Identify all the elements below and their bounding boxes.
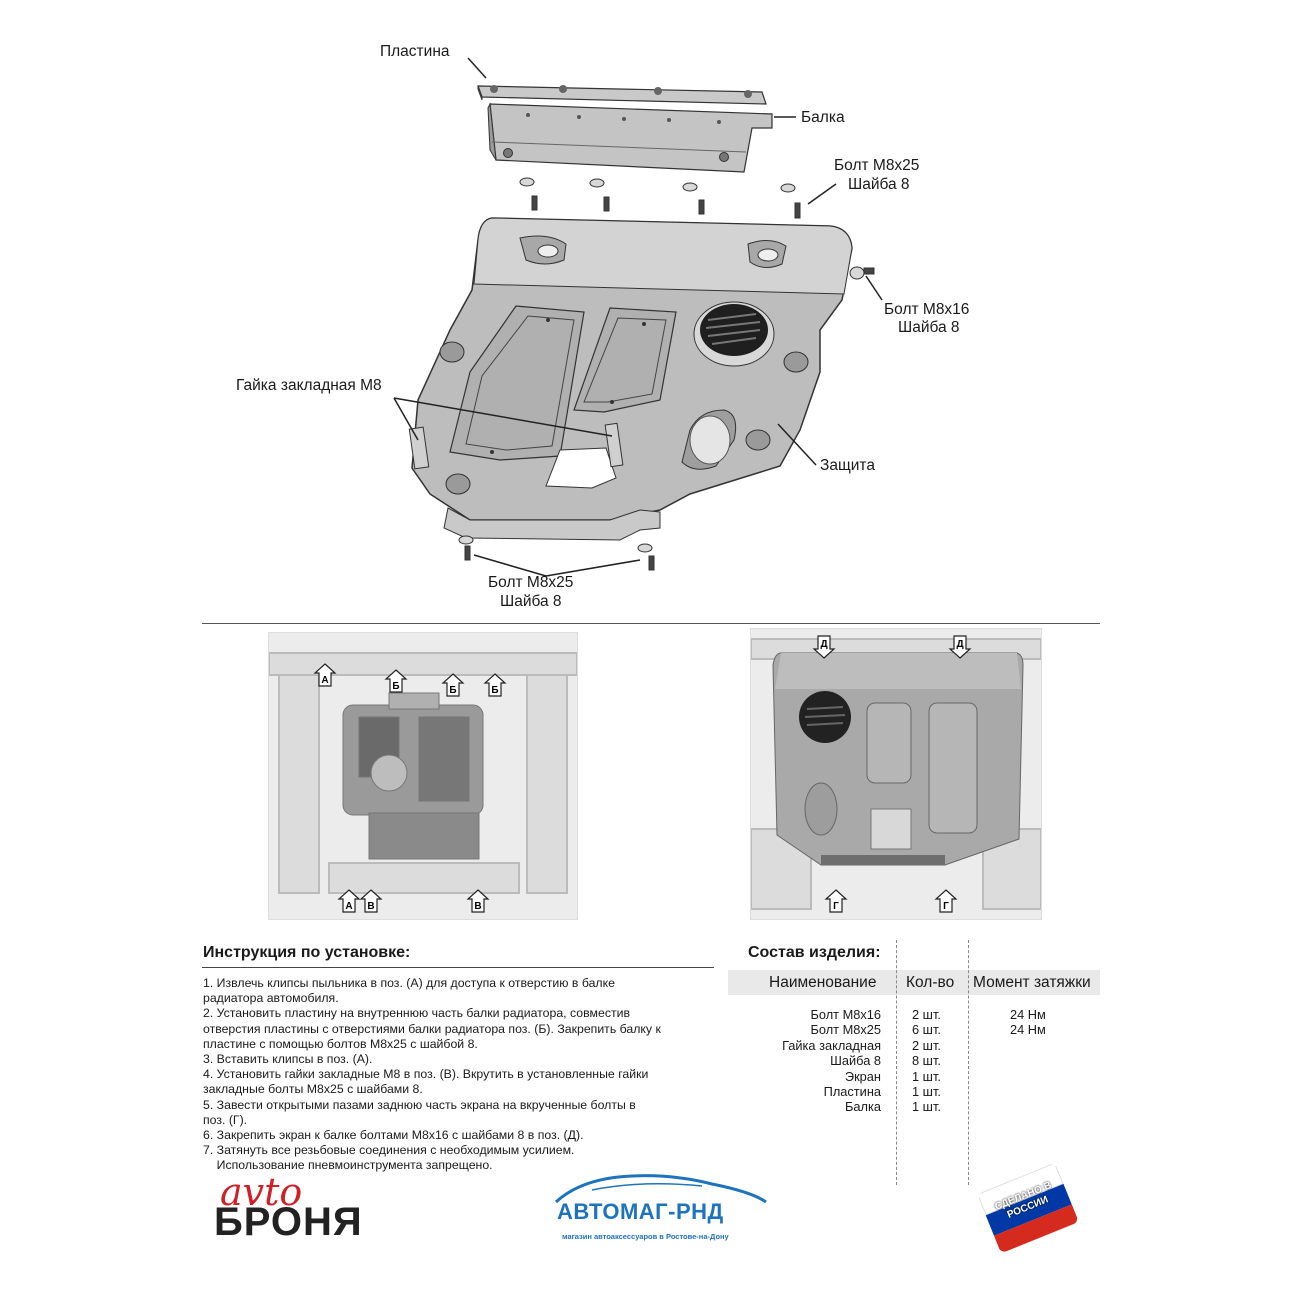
made-in-russia-badge: СДЕЛАНО В РОССИИ bbox=[977, 1162, 1079, 1254]
svg-text:Д: Д bbox=[956, 639, 963, 650]
position-marker-Д: Д bbox=[812, 635, 836, 659]
label-washer-top: Шайба 8 bbox=[848, 176, 910, 193]
leader-lines bbox=[393, 57, 883, 577]
position-marker-А: А bbox=[313, 663, 337, 687]
table-cell: 2 шт. bbox=[912, 1037, 941, 1053]
photo-underbody-after bbox=[750, 628, 1042, 920]
svg-text:Д: Д bbox=[820, 639, 827, 650]
svg-text:В: В bbox=[367, 901, 374, 912]
position-marker-А: А bbox=[337, 889, 361, 913]
automag-logo: АВТОМАГ-РНД bbox=[557, 1199, 724, 1224]
autobronya-script: avto bbox=[220, 1170, 303, 1214]
top-bolts bbox=[519, 177, 875, 280]
instruction-line: 2. Установить пластину на внутреннюю час… bbox=[203, 1006, 630, 1021]
instruction-line: 6. Закрепить экран к балке болтами М8х16… bbox=[203, 1128, 584, 1143]
label-plastina: Пластина bbox=[380, 43, 450, 60]
instruction-line: 4. Установить гайки закладные М8 в поз. … bbox=[203, 1067, 649, 1082]
table-cell: 8 шт. bbox=[912, 1053, 941, 1069]
names-column: Болт М8х16 Болт М8х25 Гайка закладная Ша… bbox=[730, 1007, 881, 1115]
column-header-torque: Момент затяжки bbox=[973, 974, 1091, 991]
table-cell: 1 шт. bbox=[912, 1099, 941, 1115]
svg-text:А: А bbox=[345, 901, 352, 912]
label-nut: Гайка закладная М8 bbox=[236, 377, 382, 394]
svg-text:А: А bbox=[321, 675, 328, 686]
instruction-line: 5. Завести открытыми пазами заднюю часть… bbox=[203, 1097, 636, 1112]
table-cell: Пластина bbox=[823, 1084, 881, 1100]
qty-column: 2 шт. 6 шт. 2 шт. 8 шт. 1 шт. 1 шт. 1 шт… bbox=[912, 1007, 952, 1115]
autobronya-logo: БРОНЯ bbox=[214, 1200, 363, 1244]
position-marker-В: В bbox=[466, 889, 490, 913]
automag-subtitle: магазин автоаксессуаров в Ростове-на-Дон… bbox=[562, 1232, 729, 1241]
instruction-line: закладные болты М8х25 с шайбами 8. bbox=[203, 1082, 423, 1097]
svg-text:Г: Г bbox=[943, 901, 949, 912]
table-cell: Балка bbox=[845, 1099, 881, 1115]
bottom-bolts bbox=[458, 535, 655, 571]
composition-title: Состав изделия: bbox=[748, 944, 881, 961]
table-cell: 24 Нм bbox=[1010, 1022, 1046, 1038]
label-bolt-side: Болт М8х16 bbox=[884, 301, 970, 318]
table-cell: 1 шт. bbox=[912, 1084, 941, 1100]
torque-column: 24 Нм 24 Нм bbox=[1010, 1007, 1070, 1038]
instruction-line: Использование пневмоинструмента запрещен… bbox=[203, 1158, 493, 1173]
instructions-list: 1. Извлечь клипсы пыльника в поз. (А) дл… bbox=[203, 976, 713, 1174]
table-cell: 2 шт. bbox=[912, 1007, 941, 1022]
instruction-line: 1. Извлечь клипсы пыльника в поз. (А) дл… bbox=[203, 976, 615, 990]
column-header-qty: Кол-во bbox=[906, 974, 955, 991]
svg-text:Б: Б bbox=[491, 685, 498, 696]
table-divider bbox=[896, 940, 897, 1185]
table-cell: Болт М8х25 bbox=[810, 1022, 881, 1038]
label-washer-bottom: Шайба 8 bbox=[500, 593, 562, 610]
position-marker-Б: Б bbox=[441, 673, 465, 697]
instructions-underline bbox=[202, 967, 714, 968]
table-cell: Болт М8х16 bbox=[810, 1007, 881, 1022]
instructions-title: Инструкция по установке: bbox=[203, 944, 411, 961]
label-balka: Балка bbox=[801, 109, 845, 126]
column-header-name: Наименование bbox=[769, 974, 877, 991]
beam-part bbox=[487, 102, 773, 173]
table-divider bbox=[968, 940, 969, 1185]
instruction-line: 7. Затянуть все резьбовые соединения с н… bbox=[203, 1143, 575, 1158]
table-header-band bbox=[728, 970, 1100, 995]
photo-left-markers: А Б Б Б А В В bbox=[313, 663, 507, 913]
instruction-line: отверстия пластины с отверстиями балки р… bbox=[203, 1021, 661, 1036]
label-washer-side: Шайба 8 bbox=[898, 319, 960, 336]
table-cell: Гайка закладная bbox=[782, 1037, 881, 1053]
svg-text:Б: Б bbox=[392, 681, 399, 692]
position-marker-Г: Г bbox=[934, 889, 958, 913]
instruction-line: пластине с помощью болтов М8х25 с шайбой… bbox=[203, 1036, 478, 1051]
table-cell: Экран bbox=[844, 1068, 881, 1084]
position-marker-В: В bbox=[359, 889, 383, 913]
shield-part bbox=[408, 217, 853, 541]
label-bolt-bottom: Болт М8х25 bbox=[488, 574, 574, 591]
position-marker-Г: Г bbox=[824, 889, 848, 913]
table-cell: 24 Нм bbox=[1010, 1007, 1046, 1022]
svg-text:Б: Б bbox=[449, 685, 456, 696]
svg-text:Г: Г bbox=[833, 901, 839, 912]
exploded-diagram bbox=[393, 57, 883, 577]
photo-right-markers: Д Д Г Г bbox=[812, 635, 972, 913]
table-cell: 6 шт. bbox=[912, 1022, 941, 1038]
instruction-line: радиатора автомобиля. bbox=[203, 991, 339, 1006]
label-shield: Защита bbox=[820, 457, 875, 474]
table-cell: Шайба 8 bbox=[830, 1053, 881, 1069]
position-marker-Б: Б bbox=[384, 669, 408, 693]
table-cell: 1 шт. bbox=[912, 1068, 941, 1084]
label-bolt-top: Болт М8х25 bbox=[834, 157, 920, 174]
position-marker-Д: Д bbox=[948, 635, 972, 659]
svg-text:В: В bbox=[474, 901, 481, 912]
section-divider bbox=[202, 623, 1100, 624]
car-silhouette-icon bbox=[554, 1174, 767, 1204]
position-marker-Б: Б bbox=[483, 673, 507, 697]
plate-part bbox=[477, 85, 767, 105]
instruction-line: 3. Вставить клипсы в поз. (А). bbox=[203, 1052, 373, 1067]
instruction-line: поз. (Г). bbox=[203, 1112, 248, 1127]
